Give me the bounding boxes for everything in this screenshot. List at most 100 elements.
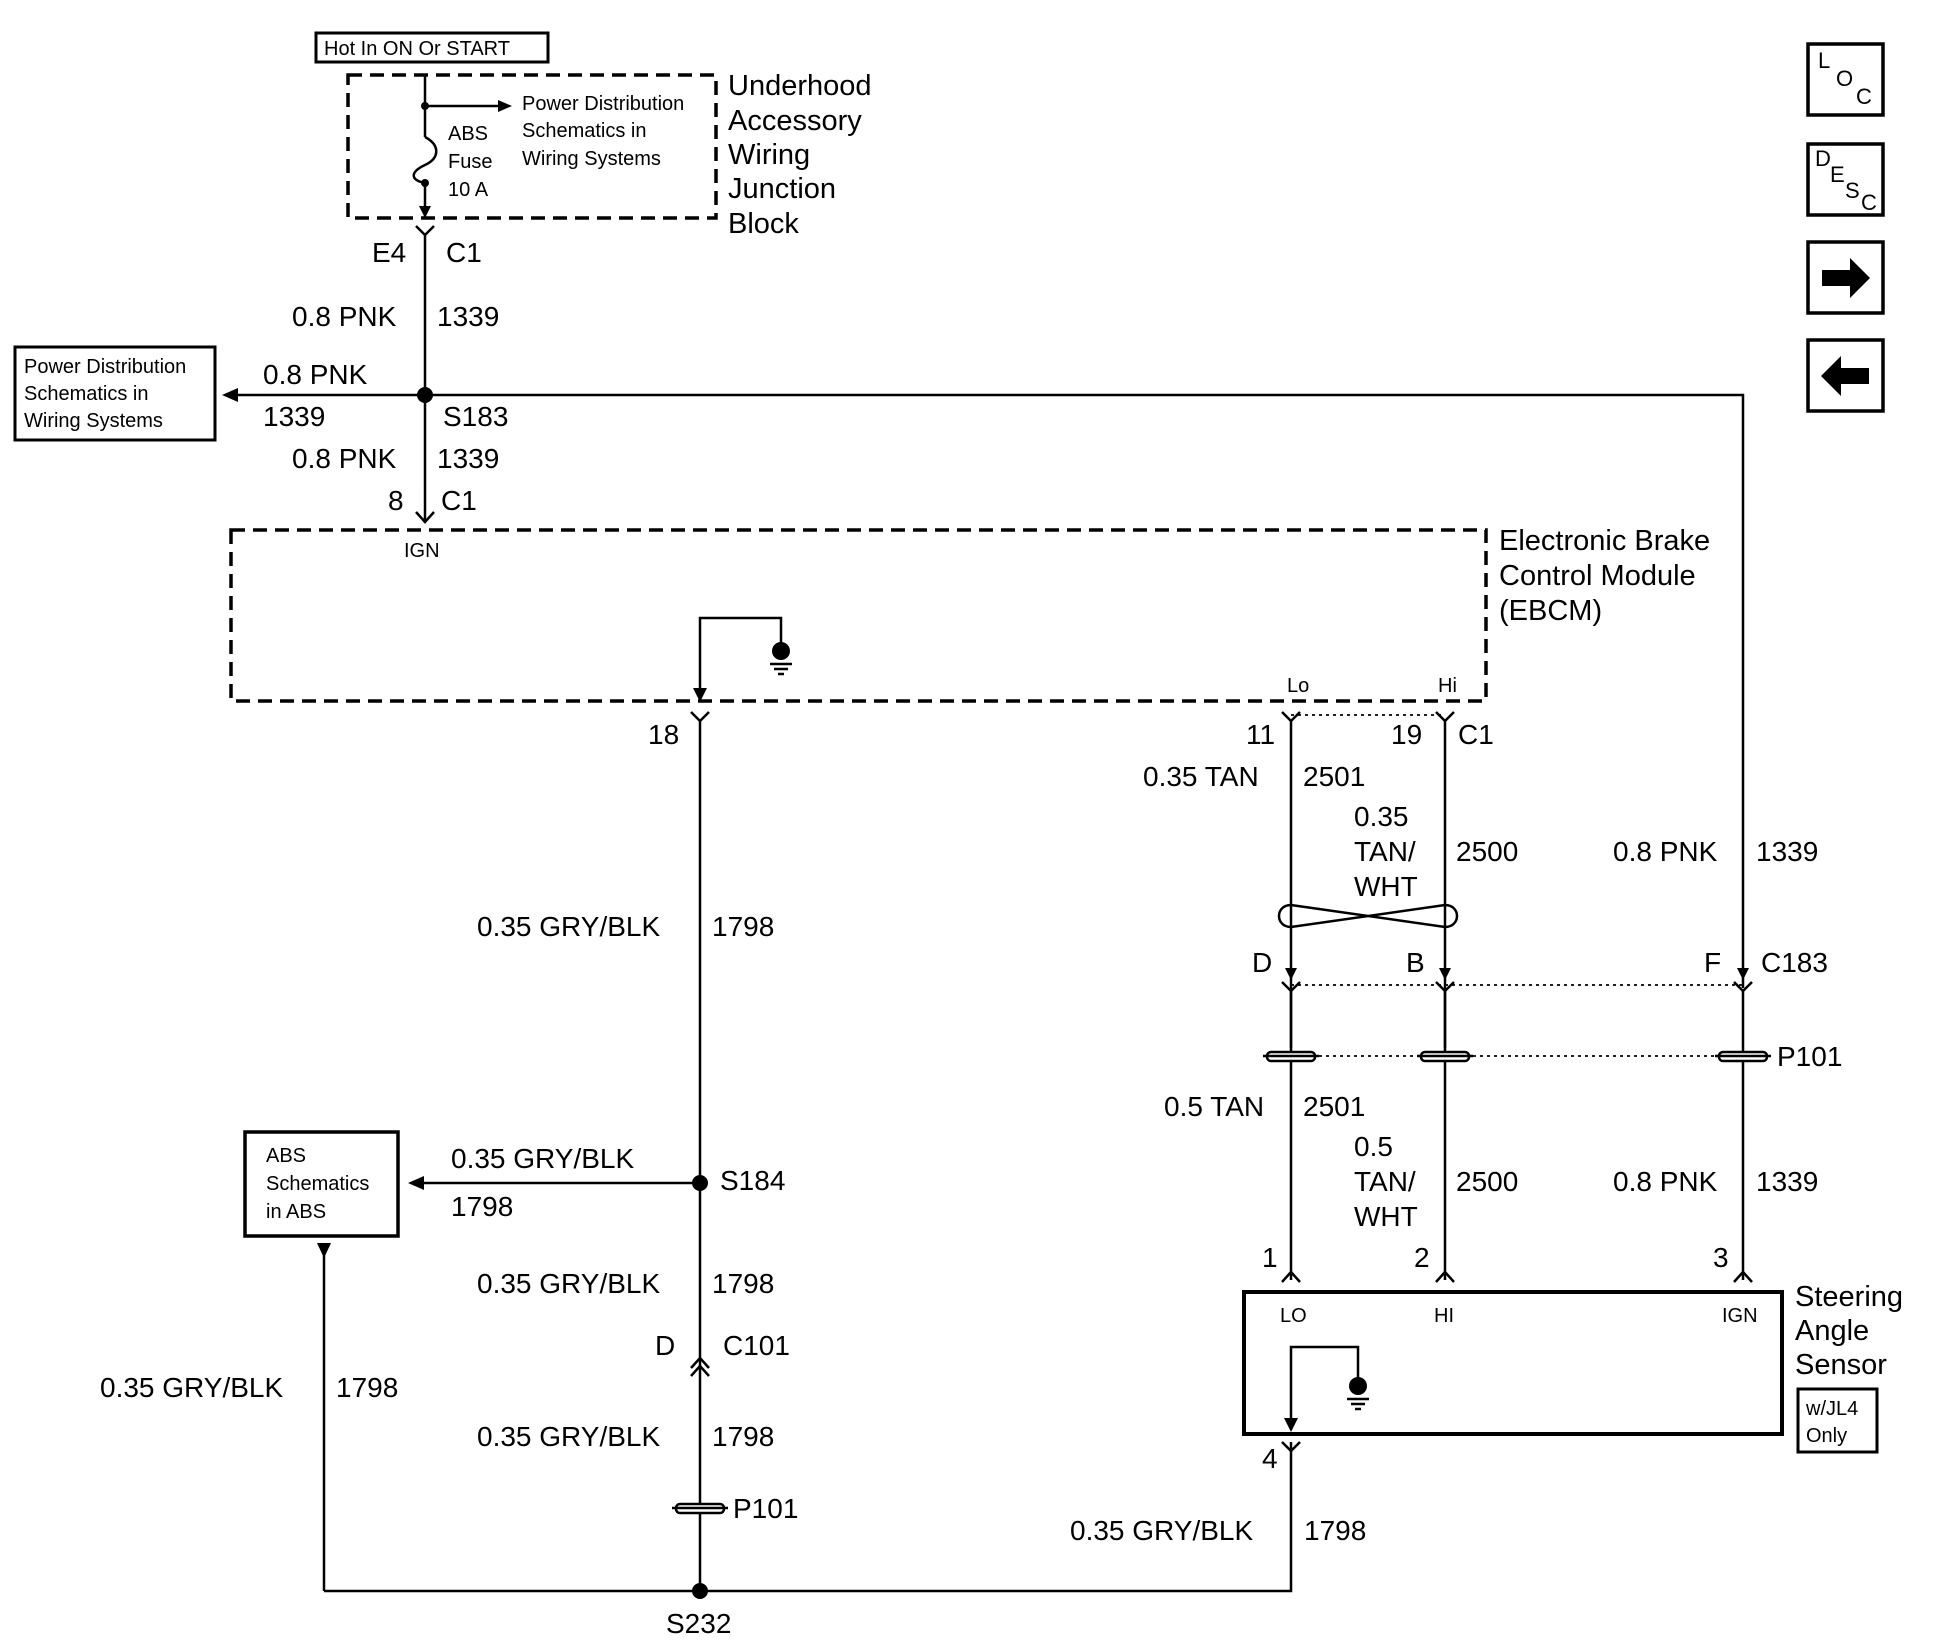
ebcm-lo: Lo bbox=[1287, 675, 1309, 697]
fuse-block-name-2: Accessory bbox=[728, 105, 862, 137]
connector-e4-symbol bbox=[415, 225, 435, 237]
wire-2500-gauge-2: TAN/ bbox=[1354, 836, 1416, 867]
c101-symbol-bottom bbox=[690, 1364, 710, 1377]
c183-pin-d: D bbox=[1252, 947, 1272, 978]
wire-2-circuit: 1339 bbox=[437, 443, 499, 474]
wire-2500-lower-gauge-3: WHT bbox=[1354, 1201, 1418, 1232]
sas-pin-1-symbol bbox=[1281, 1270, 1301, 1283]
abs-ref-line1: ABS bbox=[266, 1145, 306, 1167]
left-1798-gauge: 0.35 GRY/BLK bbox=[100, 1372, 283, 1403]
wire-1798-a-circuit: 1798 bbox=[712, 911, 774, 942]
wire-1798-c-gauge: 0.35 GRY/BLK bbox=[477, 1421, 660, 1452]
ebcm-pin-11-symbol bbox=[1281, 711, 1301, 723]
ebcm-hi: Hi bbox=[1438, 675, 1457, 697]
fuse-block-name-5: Block bbox=[728, 208, 799, 240]
sas-lo: LO bbox=[1280, 1305, 1307, 1327]
splice-s232 bbox=[692, 1583, 708, 1599]
c101-label: C101 bbox=[723, 1330, 790, 1361]
power-dist-ref-line2: Schematics in bbox=[24, 383, 149, 405]
c101-symbol-top bbox=[690, 1356, 710, 1369]
sas-ground-symbol bbox=[1349, 1377, 1367, 1395]
pin-8: 8 bbox=[388, 485, 404, 516]
svg-text:S: S bbox=[1845, 178, 1860, 203]
wire-1339-lower-circuit: 1339 bbox=[1756, 1166, 1818, 1197]
arrow-right-icon bbox=[1822, 258, 1870, 298]
next-button[interactable] bbox=[1806, 240, 1885, 315]
power-dist-ref-line3: Wiring Systems bbox=[24, 410, 163, 432]
power-dist-ref-line1: Power Distribution bbox=[24, 356, 186, 378]
splice-s184-label: S184 bbox=[720, 1165, 785, 1196]
sas-name: Steering bbox=[1795, 1281, 1903, 1313]
ebcm-name: Electronic Brake bbox=[1499, 525, 1710, 557]
svg-text:O: O bbox=[1836, 66, 1853, 91]
ebcm-pin-19: 19 bbox=[1391, 719, 1422, 750]
power-ref-text-2: Schematics in bbox=[522, 120, 647, 142]
fuse-word: Fuse bbox=[448, 151, 492, 173]
ebcm-ground-wire bbox=[698, 616, 783, 693]
fuse-block-name: Underhood bbox=[728, 70, 872, 102]
ebcm-ign: IGN bbox=[404, 540, 440, 562]
abs-ref-down-arrow bbox=[317, 1243, 331, 1258]
p101-right-label: P101 bbox=[1777, 1041, 1842, 1072]
svg-text:C: C bbox=[1856, 84, 1872, 109]
svg-text:D: D bbox=[1815, 146, 1831, 171]
wire-2500-lower-gauge-2: TAN/ bbox=[1354, 1166, 1416, 1197]
splice-s232-label: S232 bbox=[666, 1608, 731, 1639]
sas-option-box bbox=[1796, 1387, 1879, 1454]
sas-pin-3-symbol bbox=[1733, 1270, 1753, 1283]
wire-1798-b-gauge: 0.35 GRY/BLK bbox=[477, 1268, 660, 1299]
twisted-pair-symbol bbox=[1277, 903, 1459, 929]
ebcm-connector-c1: C1 bbox=[1458, 719, 1494, 750]
wire-2501-lower-circuit: 2501 bbox=[1303, 1091, 1365, 1122]
fuse-rating: 10 A bbox=[448, 179, 489, 201]
sas-ign: IGN bbox=[1722, 1305, 1758, 1327]
power-dist-ref-box[interactable] bbox=[13, 345, 217, 442]
left-ref-arrow bbox=[222, 388, 238, 402]
c183-pin-b: B bbox=[1406, 947, 1425, 978]
sas-name-2: Angle bbox=[1795, 1315, 1869, 1347]
pin-e4: E4 bbox=[372, 237, 406, 268]
hot-label: Hot In ON Or START bbox=[324, 38, 510, 60]
wire-1339-lower-gauge: 0.8 PNK bbox=[1613, 1166, 1718, 1197]
wire-2501-circuit: 2501 bbox=[1303, 761, 1365, 792]
wire-2500-lower-circuit: 2500 bbox=[1456, 1166, 1518, 1197]
s184-wire-gauge: 0.35 GRY/BLK bbox=[451, 1143, 634, 1174]
s184-wire-circuit: 1798 bbox=[451, 1191, 513, 1222]
wire-2501-gauge: 0.35 TAN bbox=[1143, 761, 1259, 792]
previous-button[interactable] bbox=[1806, 338, 1885, 413]
c183-pin-d-arrow bbox=[1285, 968, 1297, 980]
wire-1798-b-circuit: 1798 bbox=[712, 1268, 774, 1299]
sas-pin-3: 3 bbox=[1713, 1242, 1729, 1273]
power-ref-text: Power Distribution bbox=[522, 93, 684, 115]
p101-left-label: P101 bbox=[733, 1493, 798, 1524]
ebcm-pin-19-symbol bbox=[1435, 711, 1455, 723]
sas-1798-gauge: 0.35 GRY/BLK bbox=[1070, 1515, 1253, 1546]
fuse-block-name-4: Junction bbox=[728, 173, 836, 205]
c183-pin-f: F bbox=[1704, 947, 1721, 978]
sas-name-3: Sensor bbox=[1795, 1349, 1887, 1381]
sas-pin-2: 2 bbox=[1414, 1242, 1430, 1273]
wire-2500-gauge-3: WHT bbox=[1354, 871, 1418, 902]
fuse-block-name-3: Wiring bbox=[728, 139, 810, 171]
sas-hi: HI bbox=[1434, 1305, 1454, 1327]
wire-1-circuit: 1339 bbox=[437, 301, 499, 332]
sas-ground-wire bbox=[1289, 1345, 1360, 1424]
abs-ref-line3: in ABS bbox=[266, 1201, 326, 1223]
c183-pin-f-arrow bbox=[1737, 968, 1749, 980]
steering-angle-sensor-box bbox=[1242, 1290, 1784, 1436]
ebcm-ground-symbol bbox=[772, 642, 790, 660]
wire-1798-a-gauge: 0.35 GRY/BLK bbox=[477, 911, 660, 942]
sas-1798-circuit: 1798 bbox=[1304, 1515, 1366, 1546]
svg-text:C: C bbox=[1861, 190, 1877, 215]
ebcm-pin-18-symbol bbox=[690, 711, 710, 723]
wire-2500-gauge-1: 0.35 bbox=[1354, 801, 1409, 832]
fuse-block-outline bbox=[346, 73, 718, 220]
loc-button[interactable]: L O C bbox=[1806, 42, 1885, 117]
left-wire-gauge: 0.8 PNK bbox=[263, 359, 368, 390]
sas-pin-1: 1 bbox=[1262, 1242, 1278, 1273]
sas-pin-4: 4 bbox=[1262, 1443, 1278, 1474]
arrow-left-icon bbox=[1821, 356, 1869, 396]
wire-ground-bottom bbox=[324, 1442, 1293, 1593]
abs-schematics-ref-box[interactable] bbox=[243, 1130, 400, 1238]
desc-button[interactable]: D E S C bbox=[1806, 142, 1885, 217]
